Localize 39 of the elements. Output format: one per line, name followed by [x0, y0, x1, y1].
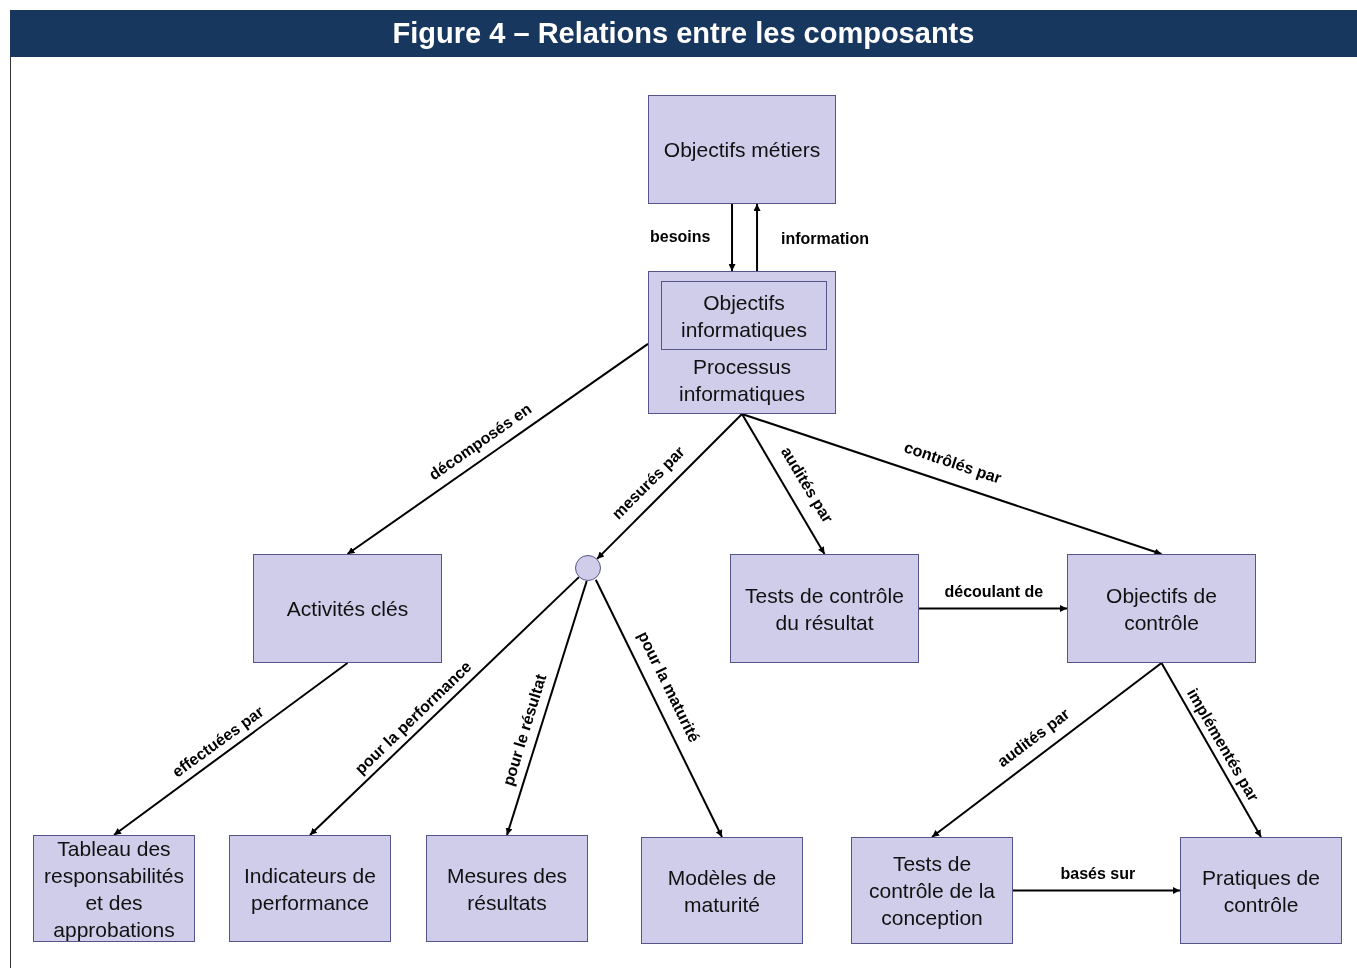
node-label: Mesures des résultats — [445, 862, 569, 916]
arrow — [596, 413, 743, 560]
node-label: Processus informatiques — [677, 354, 807, 407]
node-label: Tableau des responsabilités et des approbations — [42, 835, 186, 943]
process-box — [730, 554, 919, 663]
process-box — [1067, 554, 1256, 663]
title: Figure 4 – Relations entre les composants — [392, 17, 975, 50]
node-label: Tests de contrôle du résultat — [744, 582, 905, 636]
arrow — [346, 342, 649, 555]
node-label: Pratiques de contrôle — [1201, 864, 1321, 918]
arrow — [1160, 662, 1262, 838]
node-label: Objectifs de contrôle — [1105, 582, 1218, 636]
arrow — [741, 413, 1163, 556]
arrow — [728, 203, 736, 272]
arrow — [113, 662, 349, 836]
process-box — [661, 281, 827, 350]
junction-circle — [575, 555, 601, 581]
node-label: Indicateurs de performance — [243, 862, 377, 916]
arrow — [309, 576, 580, 836]
process-box — [253, 554, 442, 663]
process-box — [648, 95, 836, 204]
process-box — [641, 837, 803, 944]
process-box — [648, 271, 836, 414]
arrow — [931, 662, 1163, 838]
arrow — [741, 413, 826, 555]
process-box — [1180, 837, 1342, 944]
process-box — [426, 835, 588, 942]
arrow — [505, 580, 588, 836]
arrow — [918, 605, 1068, 612]
arrow — [753, 203, 761, 272]
node-label: Objectifs métiers — [663, 137, 821, 163]
arrow — [1012, 887, 1181, 894]
process-box — [851, 837, 1013, 944]
node-label: Modèles de maturité — [666, 864, 778, 918]
process-box — [229, 835, 391, 942]
node-label: Tests de contrôle de la conception — [867, 851, 997, 931]
node-label: Objectifs informatiques — [679, 289, 809, 343]
node-label: Activités clés — [286, 596, 409, 622]
arrow — [594, 578, 723, 838]
